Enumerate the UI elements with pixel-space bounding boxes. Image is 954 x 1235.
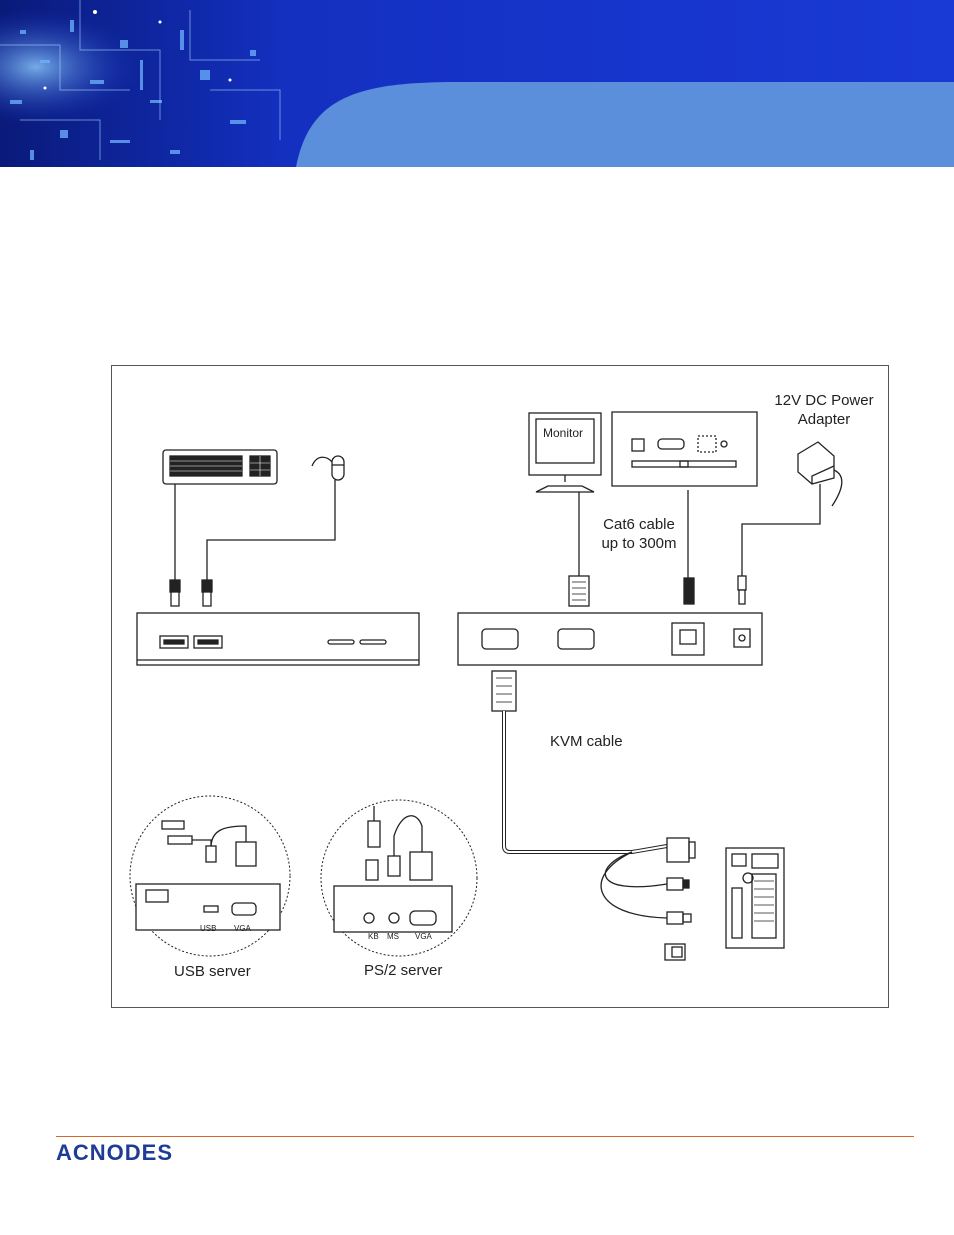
power-adapter-label-line1: 12V DC Power: [774, 392, 874, 409]
logo-text: ACNODES: [56, 1140, 173, 1163]
remote-unit: [611, 411, 758, 487]
mouse-icon: [311, 455, 345, 481]
dc-plug-icon: [737, 575, 747, 605]
power-adapter-label: 12V DC Power Adapter: [762, 391, 886, 429]
kvm-cable-connectors: [664, 837, 696, 961]
server-tower-icon: [725, 847, 785, 949]
keyboard-icon: [162, 449, 278, 485]
kvm-connection-diagram: Monitor 12V DC Power Adapter Cat6 cable …: [111, 365, 889, 1008]
rj45-plug-icon: [683, 577, 695, 605]
cat6-label-line1: Cat6 cable: [603, 516, 675, 533]
monitor-label: Monitor: [543, 426, 584, 440]
kvm-plug-icon: [491, 670, 517, 712]
usb-server-label: USB server: [174, 963, 251, 980]
monitor-icon: [528, 412, 602, 493]
acnodes-logo: ACNODES: [56, 1139, 216, 1165]
vga-port-ps2-label: VGA: [415, 932, 432, 941]
cat6-cable-label: Cat6 cable up to 300m: [594, 515, 684, 553]
ps2-server-label: PS/2 server: [364, 962, 443, 979]
kvm-cable-label: KVM cable: [550, 733, 623, 750]
local-unit: [457, 612, 763, 666]
vga-plug-icon: [568, 575, 590, 607]
vga-port-label: VGA: [234, 924, 251, 933]
banner-graphic: [0, 0, 954, 167]
usb-plug-icon: [169, 579, 213, 607]
footer-rule: [56, 1136, 914, 1137]
logo-graphic: ACNODES: [56, 1140, 173, 1165]
ms-port-label: MS: [387, 932, 399, 941]
usb-port-label: USB: [200, 924, 217, 933]
ps2-server-inset: [320, 799, 478, 957]
power-adapter-icon: [797, 441, 843, 507]
console-unit-left: [136, 612, 420, 666]
power-adapter-label-line2: Adapter: [797, 411, 851, 428]
header-banner: [0, 0, 954, 167]
usb-server-inset: [129, 795, 291, 957]
cat6-label-line2: up to 300m: [601, 535, 677, 552]
kb-port-label: KB: [368, 932, 379, 941]
diagram-drawing: [129, 411, 843, 961]
